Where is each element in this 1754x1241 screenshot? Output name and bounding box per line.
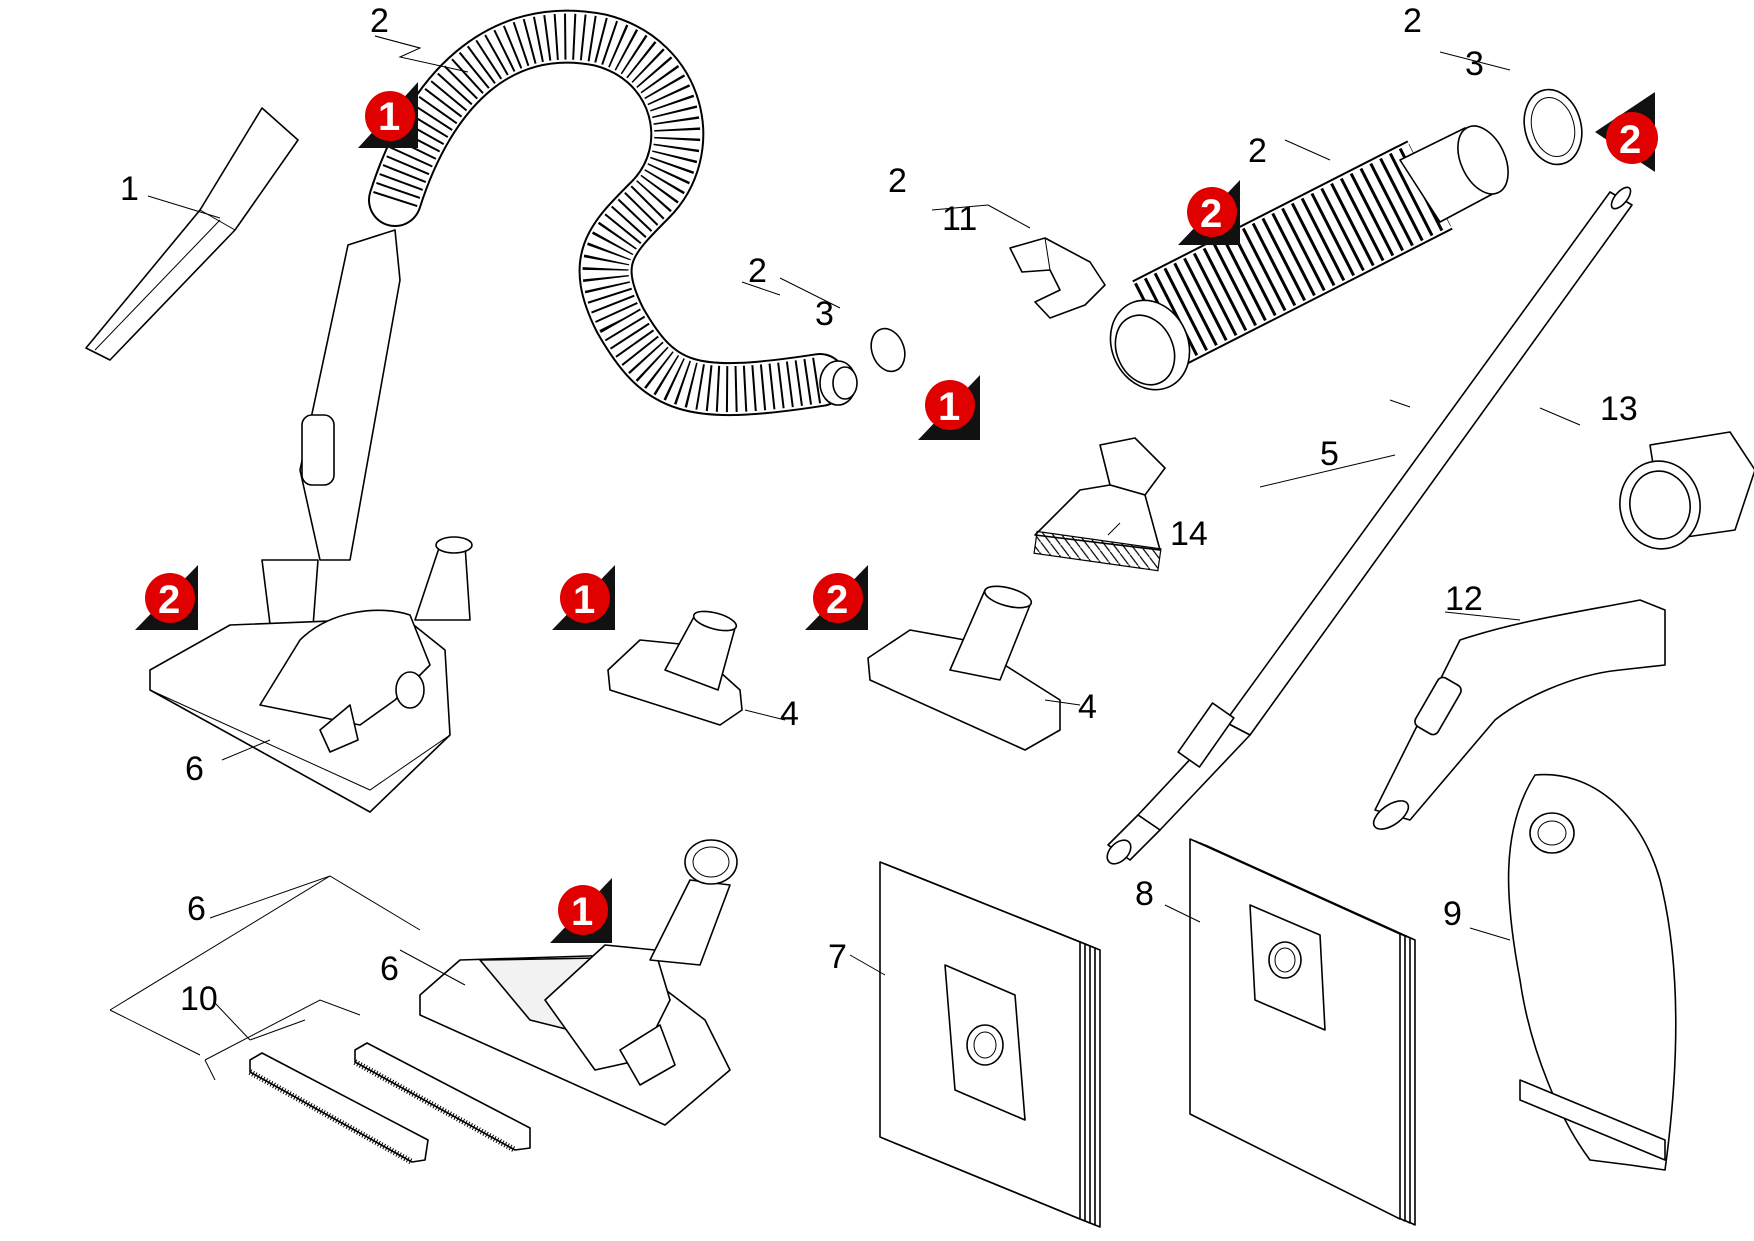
brush-strips (248, 1042, 531, 1165)
callout-5: 5 (1320, 435, 1339, 473)
curved-handle (1372, 599, 1666, 830)
callout-2-hose: 2 (370, 2, 389, 40)
svg-text:1: 1 (938, 385, 960, 429)
leader-lines (109, 35, 1581, 1081)
callout-6-lower: 6 (380, 950, 399, 988)
svg-text:2: 2 (826, 578, 848, 622)
callout-2-exthose: 2 (1248, 132, 1267, 170)
badge-small-nozzle: 1 (552, 565, 615, 630)
callout-4-small: 4 (780, 695, 799, 733)
callout-6-upper: 6 (185, 750, 204, 788)
callout-10: 10 (180, 980, 218, 1018)
badge-exthose: 2 (1178, 180, 1240, 245)
svg-text:1: 1 (573, 578, 595, 622)
upholstery-brush (1033, 437, 1166, 572)
svg-text:2: 2 (1200, 192, 1222, 236)
badge-oring-top: 2 (1595, 92, 1658, 172)
o-ring-3b (1523, 88, 1583, 166)
suction-hose (261, 9, 858, 657)
svg-text:2: 2 (158, 578, 180, 622)
callout-7: 7 (828, 938, 847, 976)
adapter (1619, 431, 1754, 550)
callout-2-oring-top: 2 (1403, 2, 1422, 40)
filter-bag-8 (1189, 838, 1416, 1226)
badge-floor-upper: 2 (135, 565, 198, 630)
filter-bag-7 (879, 861, 1101, 1228)
hose-clip (1009, 237, 1106, 319)
callout-4-wide: 4 (1078, 688, 1097, 726)
floor-nozzle-lower (419, 839, 738, 1126)
callout-11: 11 (942, 200, 977, 238)
callout-14: 14 (1170, 515, 1208, 553)
suction-tube (1106, 186, 1633, 865)
callout-labels: 1 2 2 3 2 11 2 2 3 5 13 14 12 6 4 4 6 6 … (120, 2, 1638, 1018)
callout-12: 12 (1445, 580, 1483, 618)
callout-2-clip: 2 (888, 162, 907, 200)
svg-text:1: 1 (378, 95, 400, 139)
callout-13: 13 (1600, 390, 1638, 428)
crevice-nozzle (85, 107, 299, 361)
small-floor-nozzle (607, 610, 743, 726)
badge-hose: 1 (358, 82, 418, 148)
badge-floor-lower: 1 (550, 878, 612, 943)
extension-hose (1109, 125, 1509, 391)
svg-text:1: 1 (571, 890, 593, 934)
badge-oring: 1 (918, 375, 980, 440)
callout-8: 8 (1135, 875, 1154, 913)
callout-2-oring: 2 (748, 252, 767, 290)
filter-bag-9 (1507, 773, 1677, 1171)
callout-1: 1 (120, 170, 139, 208)
o-ring-3a (870, 327, 906, 373)
wide-floor-nozzle (867, 585, 1061, 751)
callout-3-oring-top: 3 (1465, 45, 1484, 83)
callout-6-group: 6 (187, 890, 206, 928)
callout-3-oring: 3 (815, 295, 834, 333)
svg-text:2: 2 (1619, 118, 1641, 162)
badge-wide-nozzle: 2 (805, 565, 868, 630)
badges: 1 1 2 2 2 1 2 (135, 82, 1658, 943)
floor-nozzle-upper (149, 536, 473, 813)
callout-9: 9 (1443, 895, 1462, 933)
